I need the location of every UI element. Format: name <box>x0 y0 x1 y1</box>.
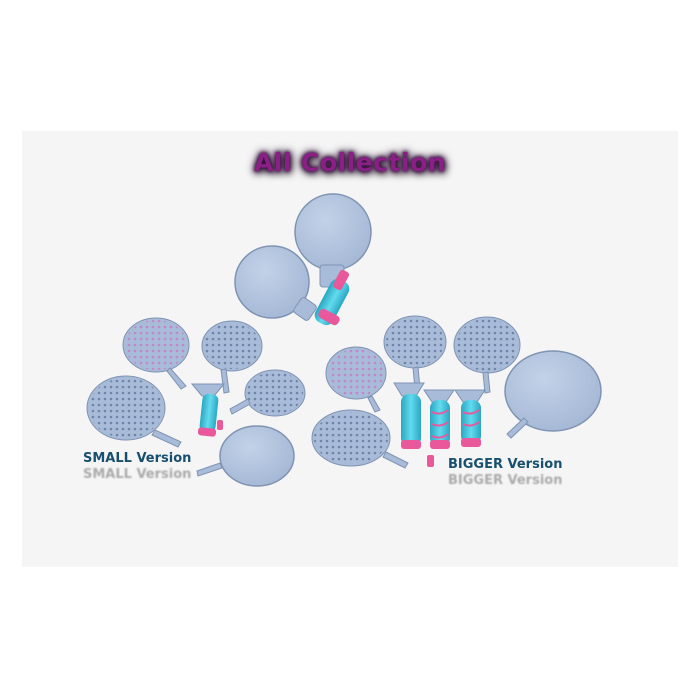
center-handle <box>314 269 350 326</box>
small-version-reflection: SMALL Version <box>83 467 192 482</box>
big-handle-center <box>423 389 455 449</box>
big-paddle-top-right <box>453 316 521 394</box>
big-paddle-solid-right <box>504 350 602 439</box>
collection-title: All Collection <box>253 148 447 177</box>
big-paddle-top-left <box>383 315 447 390</box>
center-paddle-left <box>234 245 317 321</box>
small-paddle-bottom <box>196 425 295 487</box>
big-handle-right <box>454 389 486 447</box>
bigger-version-reflection: BIGGER Version <box>448 473 563 488</box>
small-paddle-top-center <box>201 320 263 394</box>
small-handle <box>190 383 226 437</box>
big-paddle-far-left <box>325 346 387 413</box>
small-paddle-top-left <box>122 317 190 390</box>
bigger-version-label: BIGGER Version <box>448 457 563 472</box>
small-paddle-middle-right <box>229 369 306 417</box>
big-end-cap <box>427 455 434 467</box>
small-version-label: SMALL Version <box>83 451 192 466</box>
big-handle-left <box>393 382 425 449</box>
big-paddle-bottom-left <box>311 409 409 469</box>
small-paddle-large-left <box>86 375 182 448</box>
